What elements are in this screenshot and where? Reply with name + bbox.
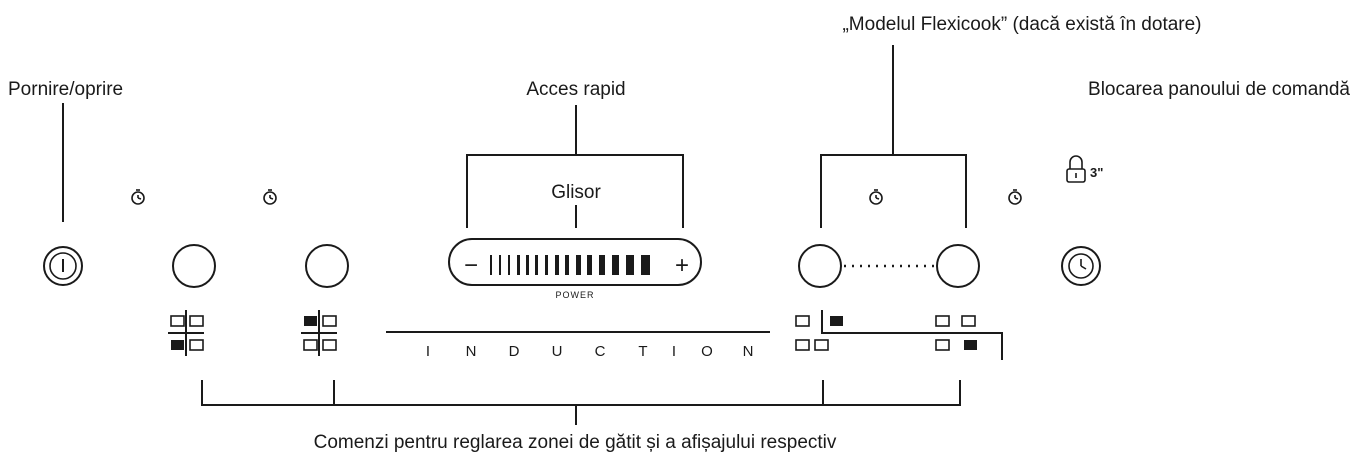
zone-indicator-2: [301, 310, 337, 356]
zone-button-4[interactable]: [936, 244, 980, 288]
power-button[interactable]: [43, 246, 83, 286]
timer-icon: [131, 189, 145, 205]
leader-lines: [62, 45, 967, 425]
svg-text:T: T: [638, 343, 647, 360]
zone-button-1[interactable]: [172, 244, 216, 288]
timer-icon: [1008, 189, 1022, 205]
lock-time-label: 3": [1090, 165, 1103, 180]
timer-icon: [869, 189, 883, 205]
svg-text:I: I: [672, 343, 676, 360]
zone-indicator-4: [935, 315, 977, 351]
clock-button[interactable]: [1061, 246, 1101, 286]
label-power-on-off: Pornire/oprire: [8, 79, 123, 100]
svg-text:U: U: [552, 343, 563, 360]
zone-button-2[interactable]: [305, 244, 349, 288]
svg-text:N: N: [743, 343, 754, 360]
lock-icon: [1066, 155, 1086, 183]
slider-plus-icon[interactable]: +: [675, 252, 689, 279]
label-flexicook: „Modelul Flexicook” (dacă există în dota…: [842, 14, 1201, 35]
timer-icon: [263, 189, 277, 205]
zone-indicator-1: [168, 310, 204, 356]
svg-text:O: O: [701, 343, 713, 360]
svg-text:N: N: [466, 343, 477, 360]
slider-minus-icon[interactable]: −: [464, 252, 478, 279]
svg-text:D: D: [509, 343, 520, 360]
svg-text:I: I: [426, 343, 430, 360]
zone-button-3[interactable]: [798, 244, 842, 288]
label-slider: Glisor: [551, 182, 601, 203]
slider-caption: POWER: [555, 290, 594, 300]
slider-bars: [490, 255, 650, 275]
label-quick-access: Acces rapid: [526, 79, 625, 100]
induction-label: I N D U C T I O N: [426, 343, 754, 360]
label-panel-lock: Blocarea panoului de comandă: [1088, 79, 1350, 100]
power-slider[interactable]: − + POWER: [448, 238, 702, 300]
zone-indicator-3: [795, 310, 1003, 360]
label-zone-controls: Comenzi pentru reglarea zonei de gătit ș…: [314, 432, 837, 453]
svg-text:C: C: [595, 343, 606, 360]
